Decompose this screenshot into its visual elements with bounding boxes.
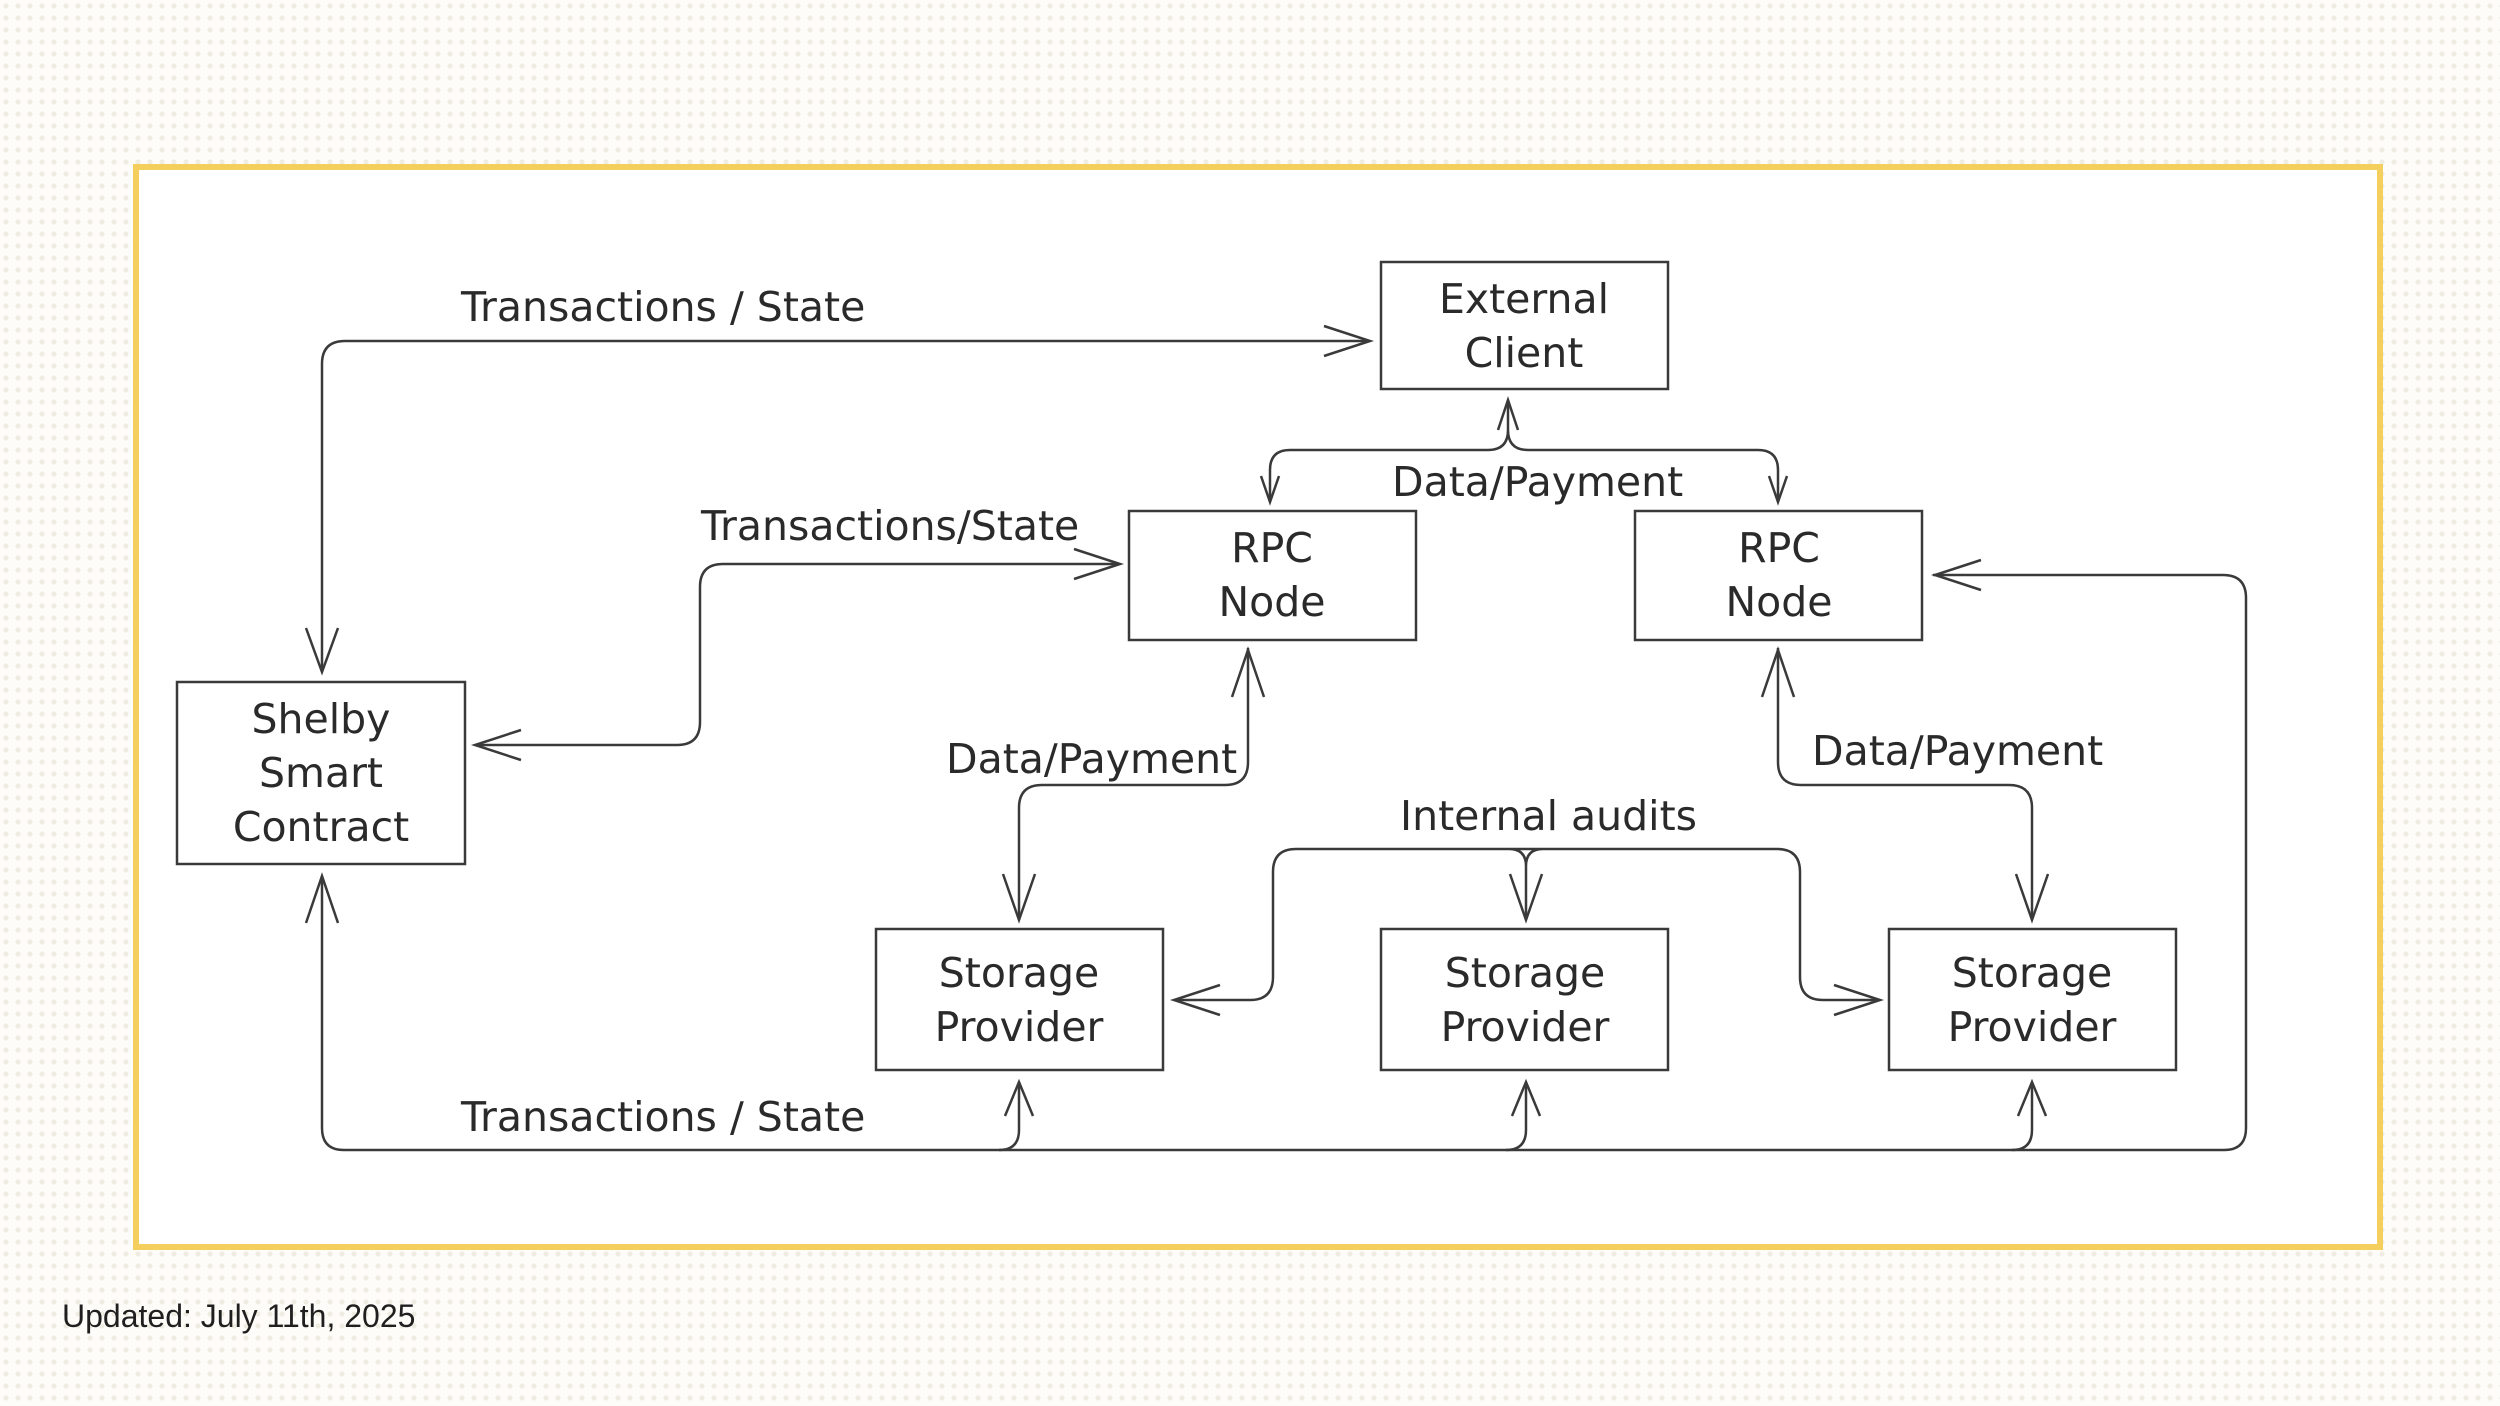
node-label-line: Storage <box>1952 949 2112 997</box>
arrowhead-storage-left-from-audit <box>1169 983 1221 1017</box>
node-storage-provider-left: Storage Provider <box>874 927 1165 1072</box>
node-storage-provider-middle: Storage Provider <box>1379 927 1670 1072</box>
arrowhead-shelby-from-client <box>304 627 340 676</box>
bus-branch-storage-left <box>998 1084 1021 1152</box>
node-label-line: Node <box>1725 578 1832 626</box>
node-label-line: Shelby <box>252 695 391 743</box>
edge-label-internal-audits: Internal audits <box>1400 792 1697 840</box>
bus-branch-storage-middle <box>1505 1084 1528 1152</box>
bus-branch-storage-right <box>2011 1084 2034 1152</box>
edge-rpc-right-storage-right <box>1776 648 2034 920</box>
edge-label-client-rpc: Data/Payment <box>1392 458 1683 506</box>
edge-internal-audits <box>1176 847 1878 1002</box>
edge-label-rpc-left-storage: Data/Payment <box>946 735 1237 783</box>
edge-labels: Transactions / State Transactions/State … <box>460 283 2103 1141</box>
arrowhead-storage-right-from-bus <box>2016 1078 2048 1117</box>
arrowhead-client-from-shelby <box>1323 324 1375 358</box>
node-label-line: Storage <box>1445 949 1605 997</box>
updated-date: Updated: July 11th, 2025 <box>62 1298 416 1334</box>
arrowhead-storage-right-from-rpc <box>2014 873 2050 924</box>
arrowhead-storage-middle-from-bus <box>1510 1078 1542 1117</box>
node-label-line: Provider <box>1441 1003 1610 1051</box>
arrowhead-shelby-from-bus <box>304 872 340 924</box>
node-external-client: External Client <box>1379 260 1670 391</box>
edge-label-client-shelby: Transactions / State <box>460 283 865 331</box>
edge-shelby-rpc-left <box>477 562 1118 747</box>
node-label-line: RPC <box>1231 524 1313 572</box>
arrowhead-shelby-from-rpc-left <box>470 728 522 762</box>
edge-shelby-client <box>320 339 1368 672</box>
node-label-line: External <box>1439 275 1609 323</box>
node-label-line: Provider <box>1948 1003 2117 1051</box>
edge-label-rpc-right-storage: Data/Payment <box>1812 727 2103 775</box>
edge-storage-shelby-bus <box>320 573 2248 1152</box>
node-label-line: Node <box>1218 578 1325 626</box>
arrowhead-rpc-left-from-client <box>1259 475 1281 506</box>
node-rpc-right: RPC Node <box>1633 509 1924 642</box>
node-shelby-smart-contract: Shelby Smart Contract <box>175 680 467 866</box>
edges <box>304 324 2248 1152</box>
arrowhead-rpc-right-from-bus <box>1930 558 1982 592</box>
arrowhead-rpc-right-from-storage <box>1760 646 1796 698</box>
node-label-line: RPC <box>1738 524 1820 572</box>
node-label-line: Client <box>1465 329 1584 377</box>
node-storage-provider-right: Storage Provider <box>1887 927 2178 1072</box>
node-label-line: Storage <box>939 949 1099 997</box>
edge-label-storage-shelby: Transactions / State <box>460 1093 865 1141</box>
arrowhead-storage-left-from-rpc <box>1001 873 1037 924</box>
node-label-line: Provider <box>935 1003 1104 1051</box>
arrowhead-storage-middle-from-audit <box>1508 873 1544 924</box>
node-rpc-left: RPC Node <box>1127 509 1418 642</box>
arrowhead-rpc-right-from-client <box>1767 475 1789 506</box>
edge-label-rpc-shelby: Transactions/State <box>700 502 1079 550</box>
arrowhead-rpc-left-from-storage <box>1230 646 1266 698</box>
node-label-line: Contract <box>233 803 409 851</box>
arrowhead-storage-right-from-audit <box>1833 983 1885 1017</box>
edge-rpc-left-storage-left <box>1017 648 1250 920</box>
arrowhead-storage-left-from-bus <box>1003 1078 1035 1117</box>
edge-client-rpc-nodes <box>1268 400 1780 500</box>
arrowhead-client-from-rpc <box>1496 396 1520 431</box>
arrowhead-rpc-left-from-shelby <box>1073 547 1125 581</box>
node-label-line: Smart <box>259 749 383 797</box>
